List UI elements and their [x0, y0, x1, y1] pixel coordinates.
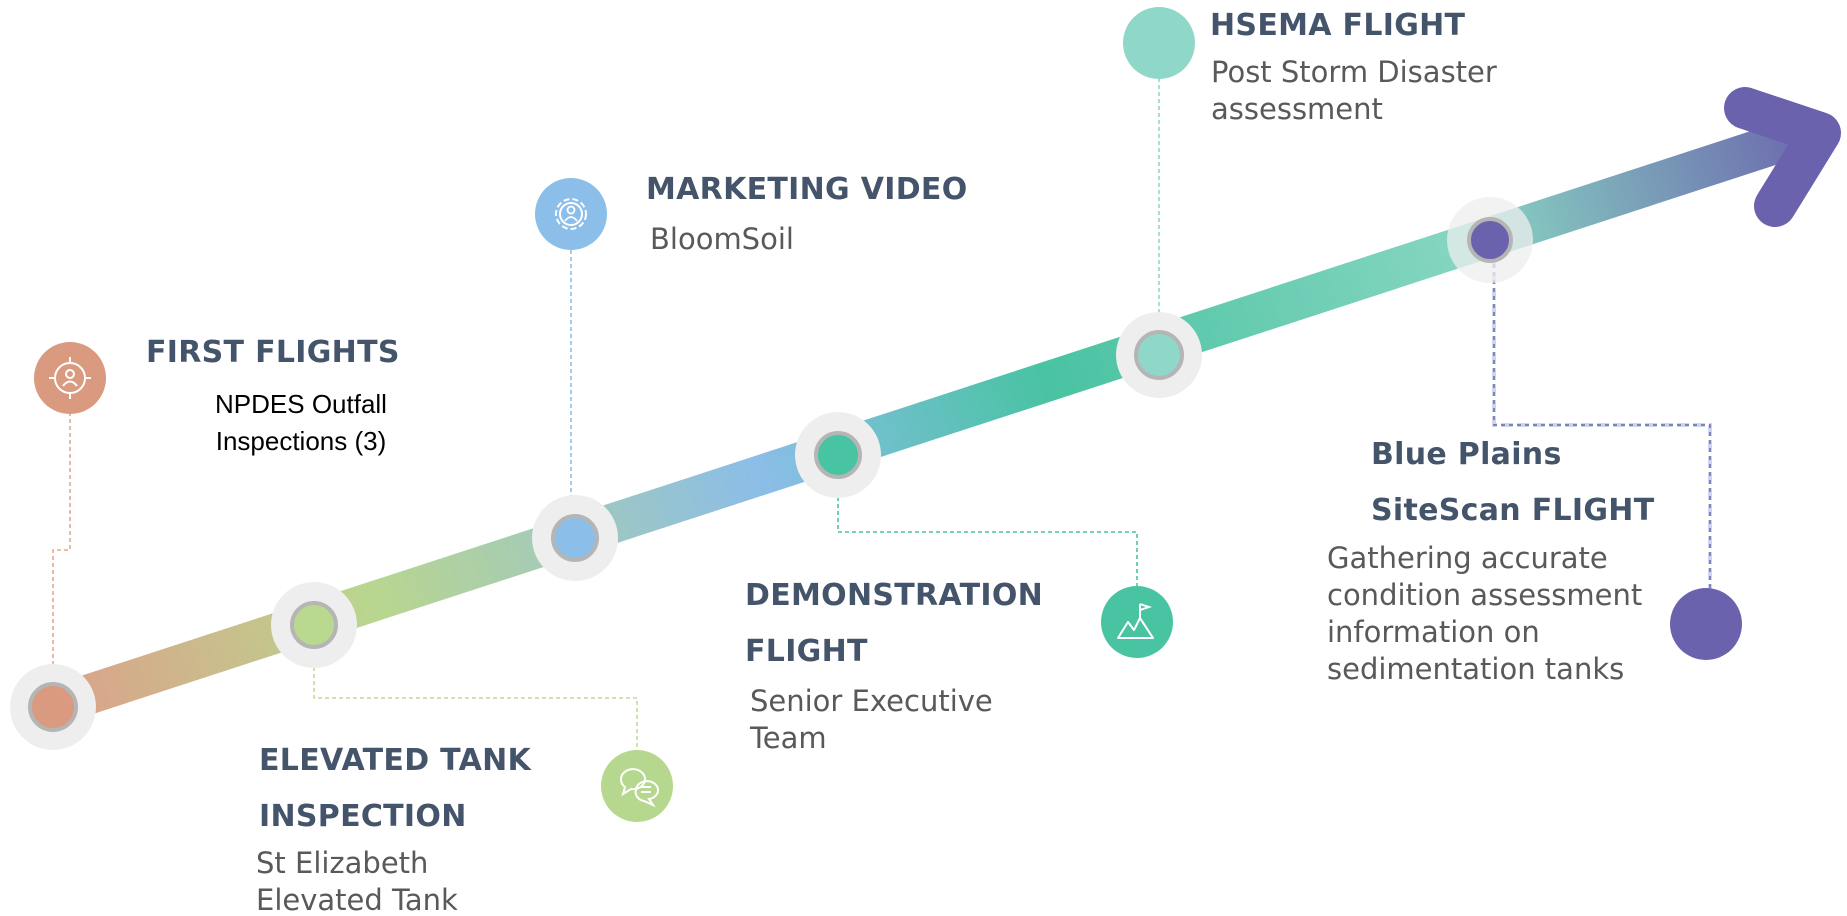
point-blue-plains — [1467, 217, 1513, 263]
hsema-flight-title: HSEMA FLIGHT — [1210, 8, 1466, 43]
point-demonstration — [814, 431, 862, 479]
hsema-marker-circle — [1123, 7, 1195, 79]
blue-plains-title: Blue Plains SiteScan FLIGHT — [1371, 437, 1655, 528]
blue-plains-marker-circle — [1670, 588, 1742, 660]
demonstration-flight-title: DEMONSTRATION FLIGHT — [745, 578, 1044, 669]
first-flights-description: NPDES Outfall Inspections (3) — [215, 389, 387, 456]
target-user-icon — [34, 342, 106, 414]
point-hsema — [1134, 330, 1184, 380]
elevated-tank-title: ELEVATED TANK INSPECTION — [259, 743, 532, 834]
first-flights-title: FIRST FLIGHTS — [146, 335, 400, 370]
blue-plains-description: Gathering accurate condition assessment … — [1327, 541, 1643, 686]
point-first-flights — [28, 682, 78, 732]
point-marketing-video — [551, 514, 599, 562]
point-elevated-tank — [290, 601, 338, 649]
hsema-flight-description: Post Storm Disaster assessment — [1211, 55, 1497, 126]
gear-user-icon — [535, 178, 607, 250]
connector-first-flights — [52, 412, 71, 707]
marketing-video-description: BloomSoil — [650, 222, 794, 256]
elevated-tank-description: St Elizabeth Elevated Tank — [256, 846, 458, 916]
timeline-arrow-head — [1724, 87, 1841, 227]
marketing-video-title: MARKETING VIDEO — [646, 172, 968, 207]
mountain-flag-icon — [1101, 586, 1173, 658]
connector-blue-plains — [1492, 240, 1712, 612]
chat-bubbles-icon — [601, 750, 673, 822]
demonstration-flight-description: Senior Executive Team — [750, 684, 993, 755]
